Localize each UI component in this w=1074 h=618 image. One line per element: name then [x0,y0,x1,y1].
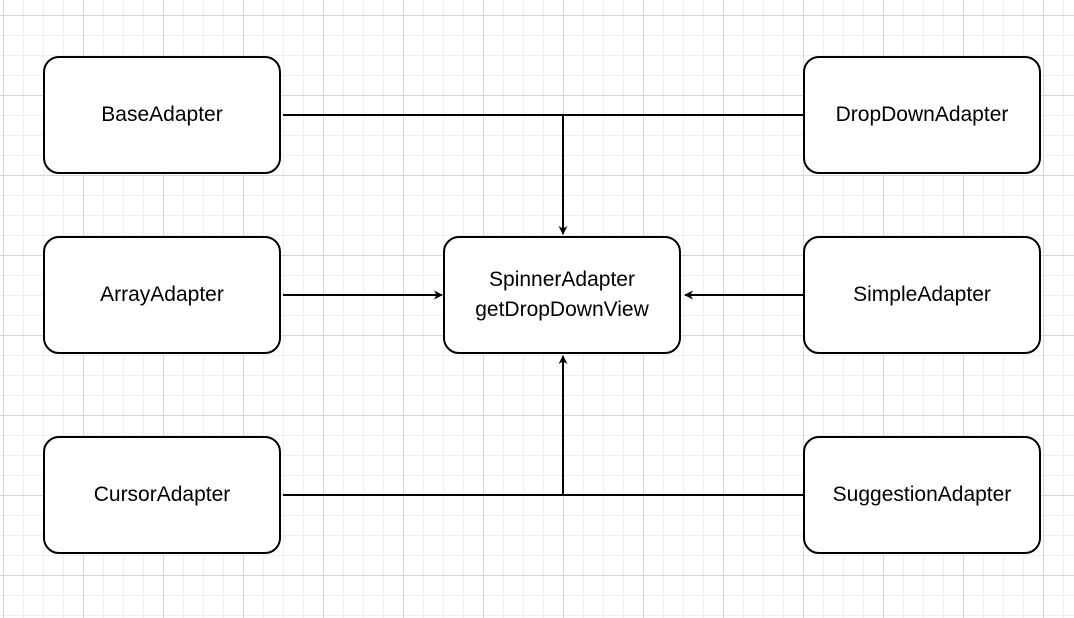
node-array-adapter[interactable]: ArrayAdapter [43,236,281,354]
node-suggestion-adapter[interactable]: SuggestionAdapter [803,436,1041,554]
node-base-adapter-label: BaseAdapter [101,103,223,126]
node-spinner-adapter-method: getDropDownView [475,298,649,321]
node-suggestion-adapter-label: SuggestionAdapter [832,483,1012,506]
node-array-adapter-label: ArrayAdapter [100,283,224,306]
node-dropdown-adapter-label: DropDownAdapter [835,103,1009,126]
node-simple-adapter[interactable]: SimpleAdapter [803,236,1041,354]
node-spinner-adapter[interactable]: SpinnerAdapter getDropDownView [443,236,681,354]
node-cursor-adapter[interactable]: CursorAdapter [43,436,281,554]
node-spinner-adapter-title: SpinnerAdapter [489,268,635,291]
node-dropdown-adapter[interactable]: DropDownAdapter [803,56,1041,174]
node-base-adapter[interactable]: BaseAdapter [43,56,281,174]
node-cursor-adapter-label: CursorAdapter [93,483,231,506]
node-simple-adapter-label: SimpleAdapter [853,283,991,306]
